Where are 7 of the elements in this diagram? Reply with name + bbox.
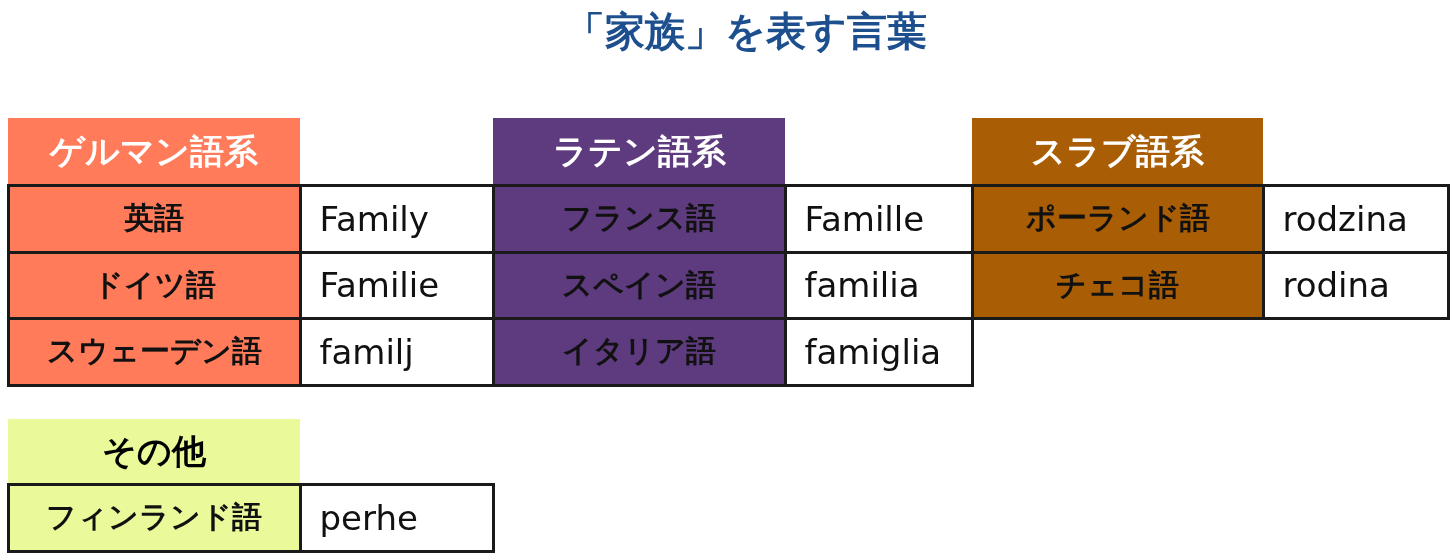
language-cell: 英語 <box>6 183 302 254</box>
group-header: ラテン語系 <box>493 118 785 185</box>
language-cell: フィンランド語 <box>6 482 302 553</box>
group-header: ゲルマン語系 <box>8 118 300 185</box>
group-header: スラブ語系 <box>972 118 1263 185</box>
group-header: その他 <box>8 419 300 484</box>
title: 「家族」を表す言葉 <box>565 7 927 56</box>
